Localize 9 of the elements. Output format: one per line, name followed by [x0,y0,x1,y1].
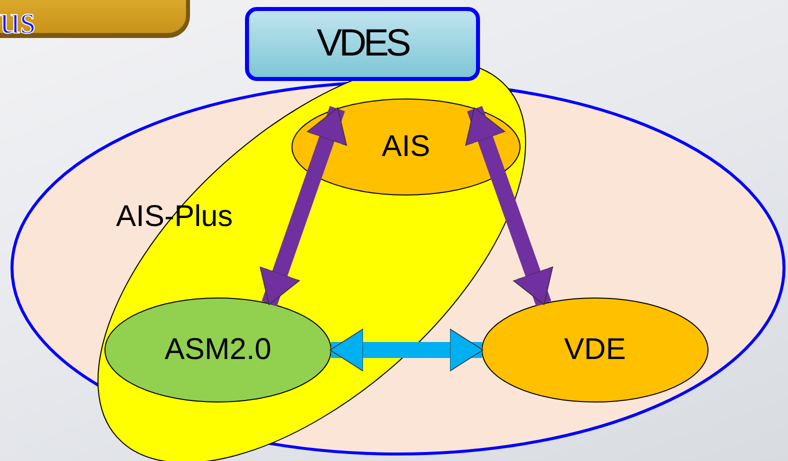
banner-title: us [0,0,36,40]
node-label: ASM2.0 [164,333,272,367]
node-label: AIS [382,130,430,164]
title-box [245,7,480,81]
node-label: VDES [316,22,410,66]
double-arrow [330,328,484,372]
double-arrow [260,106,348,306]
double-arrow [465,106,554,306]
node-label: VDE [564,333,626,367]
